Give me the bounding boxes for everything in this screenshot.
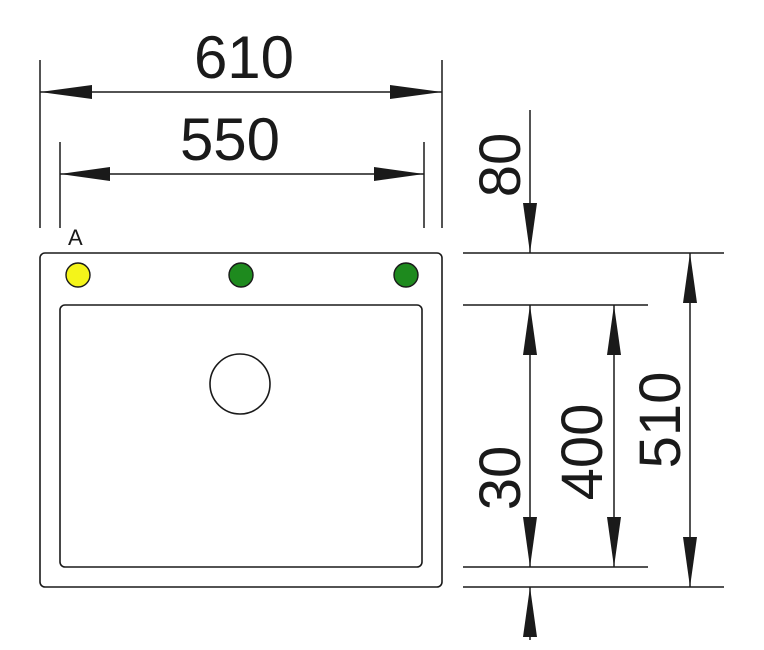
- arrowhead: [523, 587, 537, 637]
- arrowhead: [607, 305, 621, 355]
- sink-bowl-outline: [59, 304, 423, 568]
- dim-label-80: 80: [468, 133, 533, 198]
- dim-label-400: 400: [550, 404, 615, 501]
- arrowhead: [607, 517, 621, 567]
- dimension-overall-width: 610: [39, 24, 443, 228]
- arrowhead: [40, 85, 92, 99]
- arrowhead: [60, 167, 110, 181]
- dimension-bowl-width: 550: [59, 106, 425, 228]
- arrowhead: [523, 203, 537, 253]
- drain-circle: [209, 353, 271, 415]
- dimension-overall-depth: 510: [628, 253, 697, 587]
- arrowhead: [683, 537, 697, 587]
- arrowhead: [683, 253, 697, 303]
- dimension-top-offset: 80: [468, 110, 537, 253]
- dim-label-610: 610: [194, 24, 294, 91]
- dim-label-550: 550: [180, 106, 280, 173]
- tap-hole-option: [228, 262, 254, 288]
- arrowhead: [374, 167, 424, 181]
- dim-label-510: 510: [628, 372, 693, 469]
- arrowhead: [523, 517, 537, 567]
- tap-hole-a: [65, 262, 91, 288]
- tap-hole-option: [393, 262, 419, 288]
- arrowhead: [390, 85, 442, 99]
- tap-hole-label: A: [68, 225, 83, 250]
- dim-label-30: 30: [468, 446, 533, 511]
- vertical-extension-lines: [463, 252, 724, 588]
- dimension-bottom-offset: 30: [468, 305, 537, 640]
- dimension-bowl-depth: 400: [550, 305, 621, 567]
- arrowhead: [523, 305, 537, 355]
